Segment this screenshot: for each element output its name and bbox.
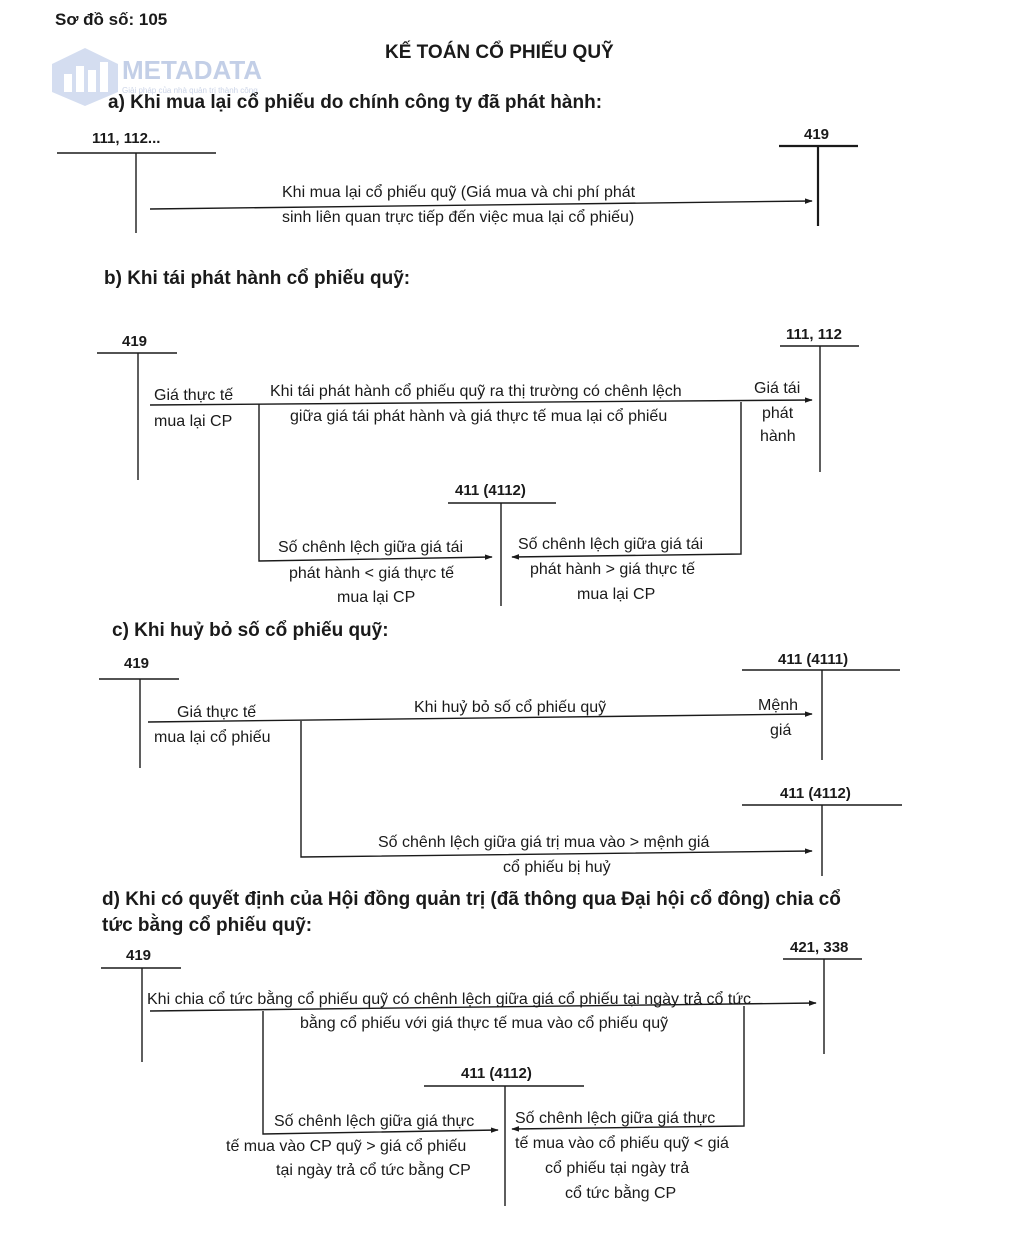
section-b-diff-right-2: phát hành > giá thực tế <box>530 561 695 578</box>
section-b-diff-left-1: Số chênh lệch giữa giá tái <box>278 539 463 556</box>
watermark-tagline: Giải pháp của nhà quản trị thành công <box>122 86 258 95</box>
metadata-logo-icon <box>52 48 118 106</box>
section-d-diff-right-1: Số chênh lệch giữa giá thực <box>515 1110 715 1127</box>
arrow-d-diff-right <box>511 1006 745 1132</box>
section-b-right-text-3: hành <box>760 428 796 445</box>
section-c-main-text: Khi huỷ bỏ số cổ phiếu quỹ <box>414 698 606 716</box>
section-c-right-text-2: giá <box>770 722 791 739</box>
arrow-d-main <box>149 1000 817 1012</box>
section-c: c) Khi huỷ bỏ số cổ phiếu quỹ: 419 411 (… <box>99 620 902 876</box>
arrow-c-main <box>147 711 813 723</box>
section-c-left-text-1: Giá thực tế <box>177 704 256 721</box>
section-b-main-text-2: giữa giá tái phát hành và giá thực tế mu… <box>290 407 667 425</box>
section-d-diff-left-3: tại ngày trả cổ tức bằng CP <box>276 1160 471 1179</box>
section-b-account-right: 111, 112 <box>786 326 842 343</box>
section-c-left-text-2: mua lại cổ phiếu <box>154 728 271 746</box>
section-b-right-text-2: phát <box>762 405 794 422</box>
section-b: b) Khi tái phát hành cổ phiếu quỹ: 419 1… <box>97 268 859 606</box>
section-a-account-left: 111, 112... <box>92 130 160 147</box>
section-a-account-right: 419 <box>804 126 829 143</box>
section-d-diff-left-1: Số chênh lệch giữa giá thực <box>274 1113 474 1130</box>
arrow-b-diff-left <box>258 404 493 562</box>
section-d-account-right: 421, 338 <box>790 939 848 956</box>
arrow-c-diff <box>300 721 813 858</box>
watermark-brand: METADATA <box>122 55 262 85</box>
arrow-b-diff-right <box>511 402 742 560</box>
section-c-right-text-1: Mệnh <box>758 697 798 714</box>
section-d-heading-1: d) Khi có quyết định của Hội đồng quản t… <box>102 889 841 910</box>
section-b-account-mid: 411 (4112) <box>455 482 526 499</box>
section-b-diff-right-3: mua lại CP <box>577 586 655 603</box>
section-d-account-mid: 411 (4112) <box>461 1065 532 1082</box>
section-c-account-left: 419 <box>124 655 149 672</box>
section-c-account-right-bottom: 411 (4112) <box>780 785 851 802</box>
section-d-heading-2: tức bằng cổ phiếu quỹ: <box>102 914 312 936</box>
section-c-diff-text-1: Số chênh lệch giữa giá trị mua vào > mện… <box>378 834 709 851</box>
section-d-diff-right-2: tế mua vào cổ phiếu quỹ < giá <box>515 1134 729 1152</box>
section-b-diff-right-1: Số chênh lệch giữa giá tái <box>518 536 703 553</box>
section-b-left-text-1: Giá thực tế <box>154 387 233 404</box>
section-d-account-left: 419 <box>126 947 151 964</box>
section-b-diff-left-3: mua lại CP <box>337 589 415 606</box>
diagram-code: Sơ đồ số: 105 <box>55 10 167 29</box>
section-a-heading: a) Khi mua lại cổ phiếu do chính công ty… <box>108 92 602 113</box>
arrow-a-main <box>149 198 813 210</box>
section-d-diff-right-4: cổ tức bằng CP <box>565 1183 676 1202</box>
section-b-diff-left-2: phát hành < giá thực tế <box>289 565 454 582</box>
section-a: a) Khi mua lại cổ phiếu do chính công ty… <box>57 92 858 233</box>
section-a-arrow-text-2: sinh liên quan trực tiếp đến việc mua lạ… <box>282 208 634 226</box>
section-b-left-text-2: mua lại CP <box>154 413 232 430</box>
watermark: METADATA Giải pháp của nhà quản trị thàn… <box>52 48 262 106</box>
section-b-main-text-1: Khi tái phát hành cổ phiếu quỹ ra thị tr… <box>270 382 682 400</box>
section-a-arrow-text-1: Khi mua lại cổ phiếu quỹ (Giá mua và chi… <box>282 183 636 201</box>
section-d: d) Khi có quyết định của Hội đồng quản t… <box>101 889 862 1206</box>
section-b-heading: b) Khi tái phát hành cổ phiếu quỹ: <box>104 268 410 289</box>
arrow-b-main <box>149 397 813 406</box>
section-d-main-text-2: bằng cổ phiếu với giá thực tế mua vào cổ… <box>300 1013 668 1032</box>
section-d-main-text-1: Khi chia cổ tức bằng cổ phiếu quỹ có chê… <box>147 989 751 1008</box>
arrow-d-diff-left <box>262 1011 499 1135</box>
section-d-diff-right-3: cổ phiếu tại ngày trả <box>545 1159 689 1177</box>
section-b-account-left: 419 <box>122 333 147 350</box>
section-c-diff-text-2: cổ phiếu bị huỷ <box>503 858 611 876</box>
page-title: KẾ TOÁN CỔ PHIẾU QUỸ <box>385 41 614 63</box>
section-d-diff-left-2: tế mua vào CP quỹ > giá cổ phiếu <box>226 1137 466 1155</box>
section-c-account-right-top: 411 (4111) <box>778 651 848 668</box>
section-c-heading: c) Khi huỷ bỏ số cổ phiếu quỹ: <box>112 620 389 641</box>
section-b-right-text-1: Giá tái <box>754 380 800 397</box>
